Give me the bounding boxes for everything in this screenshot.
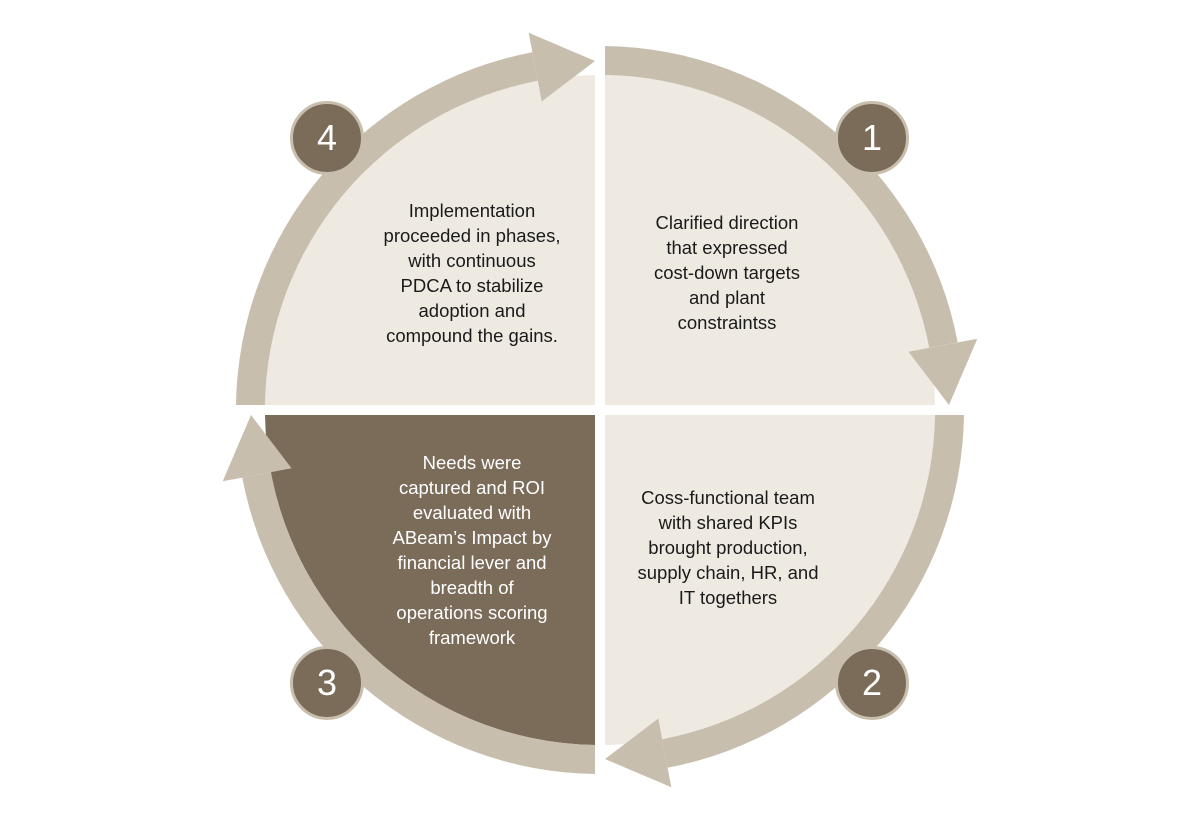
text-line: operations scoring — [396, 602, 548, 623]
text-line: with continuous — [408, 250, 536, 271]
step-1-text: Clarified direction that expressed cost-… — [607, 210, 847, 335]
text-line: Implementation — [408, 200, 536, 221]
quadrant-3 — [222, 415, 595, 774]
quadrant-4 — [236, 32, 595, 405]
text-line: with shared KPIs — [658, 512, 798, 533]
text-line: framework — [428, 627, 516, 648]
quadrant-2 — [605, 415, 964, 788]
text-line: brought production, — [648, 537, 808, 558]
text-line: that expressed — [666, 237, 788, 258]
quadrant-1 — [605, 46, 978, 405]
text-line: proceeded in phases, — [383, 225, 561, 246]
text-line: ABeam’s Impact by — [392, 527, 552, 548]
text-line: Coss-functional team — [641, 487, 815, 508]
text-line: Needs were — [422, 452, 522, 473]
step-3-text: Needs were captured and ROI evaluated wi… — [352, 450, 592, 650]
step-2-text: Coss-functional team with shared KPIs br… — [608, 485, 848, 610]
quadrant-4-fill — [265, 75, 595, 405]
text-line: cost-down targets — [653, 262, 800, 283]
text-line: adoption and — [418, 300, 526, 321]
text-line: evaluated with — [412, 502, 532, 523]
quadrant-2-fill — [605, 415, 935, 745]
step-2-badge: 2 — [835, 646, 909, 720]
text-line: constraintss — [677, 312, 777, 333]
text-line: compound the gains. — [386, 325, 558, 346]
quadrant-1-fill — [605, 75, 935, 405]
step-4-text: Implementation proceeded in phases, with… — [352, 198, 592, 348]
text-line: supply chain, HR, and — [637, 562, 819, 583]
step-4-badge: 4 — [290, 101, 364, 175]
quadrant-3-fill — [265, 415, 595, 745]
text-line: Clarified direction — [655, 212, 799, 233]
text-line: financial lever and — [397, 552, 547, 573]
text-line: breadth of — [430, 577, 514, 598]
step-3-badge: 3 — [290, 646, 364, 720]
text-line: PDCA to stabilize — [400, 275, 544, 296]
step-1-badge: 1 — [835, 101, 909, 175]
text-line: IT togethers — [678, 587, 778, 608]
text-line: and plant — [688, 287, 766, 308]
text-line: captured and ROI — [398, 477, 546, 498]
